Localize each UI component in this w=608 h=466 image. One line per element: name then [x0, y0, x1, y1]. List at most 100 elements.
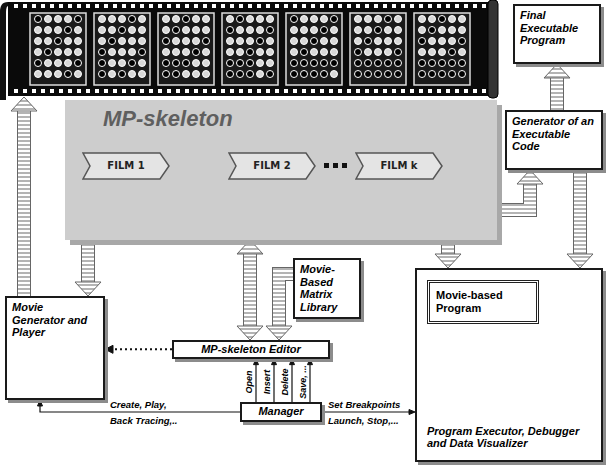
sprocket-hole: [113, 4, 117, 8]
matrix-dot: [355, 60, 362, 67]
matrix-dot: [385, 49, 392, 56]
matrix-dot: [419, 38, 426, 45]
matrix-dot: [291, 16, 298, 23]
sprocket-hole: [149, 4, 153, 8]
matrix-dot: [45, 49, 52, 56]
matrix-dot: [119, 38, 126, 45]
sprocket-hole: [221, 89, 225, 93]
film-banner-outline: [83, 153, 169, 179]
node-text: FILM k: [355, 152, 443, 180]
matrix-dot: [139, 60, 146, 67]
arrow-body: [442, 240, 454, 254]
matrix-dot: [75, 27, 82, 34]
sprocket-hole: [176, 89, 180, 93]
film-frame: [94, 13, 150, 85]
matrix-dot: [365, 38, 372, 45]
matrix-dot: [247, 71, 254, 78]
arrow-body: [574, 170, 586, 254]
matrix-dot: [227, 16, 234, 23]
matrix-dot: [375, 27, 382, 34]
matrix-dot: [247, 27, 254, 34]
connector: [435, 240, 461, 268]
arrow-outline: [441, 240, 455, 254]
sprocket-hole: [311, 89, 315, 93]
thin-line: [255, 365, 256, 402]
sprocket-hole: [68, 89, 72, 93]
sprocket-hole: [131, 89, 135, 93]
sprocket-hole: [410, 4, 414, 8]
sprocket-hole: [23, 4, 27, 8]
arrow-outline: [550, 78, 564, 110]
sprocket-hole: [365, 4, 369, 8]
sprocket-hole: [347, 89, 351, 93]
matrix-dot: [55, 71, 62, 78]
sprocket-hole: [167, 4, 171, 8]
sprocket-hole: [266, 4, 270, 8]
matrix-dot: [291, 49, 298, 56]
film-banner: FILM k: [355, 152, 443, 180]
sprocket-hole: [14, 4, 18, 8]
sprocket-hole: [338, 4, 342, 8]
arrow-head: [11, 97, 37, 111]
sprocket-hole: [356, 4, 360, 8]
node-text: Movie Generator and Player: [12, 301, 98, 339]
connector: [254, 359, 259, 402]
arrow-outline: [81, 240, 95, 282]
connector: [567, 170, 593, 268]
matrix-dot: [375, 71, 382, 78]
matrix-dot: [355, 38, 362, 45]
matrix-dot: [429, 71, 436, 78]
matrix-dot: [321, 71, 328, 78]
film-output-arrow: [11, 97, 37, 296]
matrix-dot: [237, 27, 244, 34]
matrix-dot: [139, 71, 146, 78]
matrix-dot: [439, 38, 446, 45]
film-banner-outline: [229, 153, 315, 179]
matrix-dot: [129, 27, 136, 34]
sprocket-hole: [77, 89, 81, 93]
thin-line: [273, 365, 274, 402]
manager-box: Manager: [240, 402, 322, 422]
sprocket-hole: [104, 89, 108, 93]
matrix-dot: [183, 27, 190, 34]
matrix-dot: [129, 71, 136, 78]
executor-box: Program Executor, Debugger and Data Visu…: [415, 268, 603, 462]
node-text: Movie-Based Matrix Library: [300, 263, 354, 314]
sprocket-hole: [365, 89, 369, 93]
matrix-dot: [439, 27, 446, 34]
sprocket-hole: [266, 89, 270, 93]
matrix-dot: [75, 60, 82, 67]
sprocket-hole: [230, 4, 234, 8]
program-box: Movie-based Program: [427, 280, 539, 324]
film-frame: [350, 13, 406, 85]
sprocket-hole: [320, 89, 324, 93]
arrow-head: [254, 359, 259, 365]
matrix-dot: [129, 49, 136, 56]
matrix-dot: [119, 60, 126, 67]
sprocket-hole: [77, 4, 81, 8]
matrix-dot: [99, 60, 106, 67]
matrix-dot: [75, 38, 82, 45]
connector: [105, 345, 172, 353]
matrix-dot: [65, 38, 72, 45]
sprocket-hole: [185, 89, 189, 93]
matrix-dot: [139, 49, 146, 56]
film-frame: [414, 13, 470, 85]
connector: [497, 170, 543, 210]
matrix-dot: [257, 27, 264, 34]
matrix-dot: [193, 27, 200, 34]
matrix-dot: [55, 60, 62, 67]
matrix-dot: [331, 27, 338, 34]
arrow-outline: [573, 170, 587, 254]
matrix-dot: [301, 49, 308, 56]
matrix-dot: [449, 49, 456, 56]
arrow-head: [237, 240, 263, 254]
matrix-dot: [227, 71, 234, 78]
connector: [272, 359, 277, 402]
film-strip: [8, 2, 490, 96]
sprocket-hole: [194, 4, 198, 8]
sprocket-hole: [392, 89, 396, 93]
sprocket-hole: [32, 89, 36, 93]
sprocket-hole: [122, 89, 126, 93]
matrix-dot: [267, 38, 274, 45]
